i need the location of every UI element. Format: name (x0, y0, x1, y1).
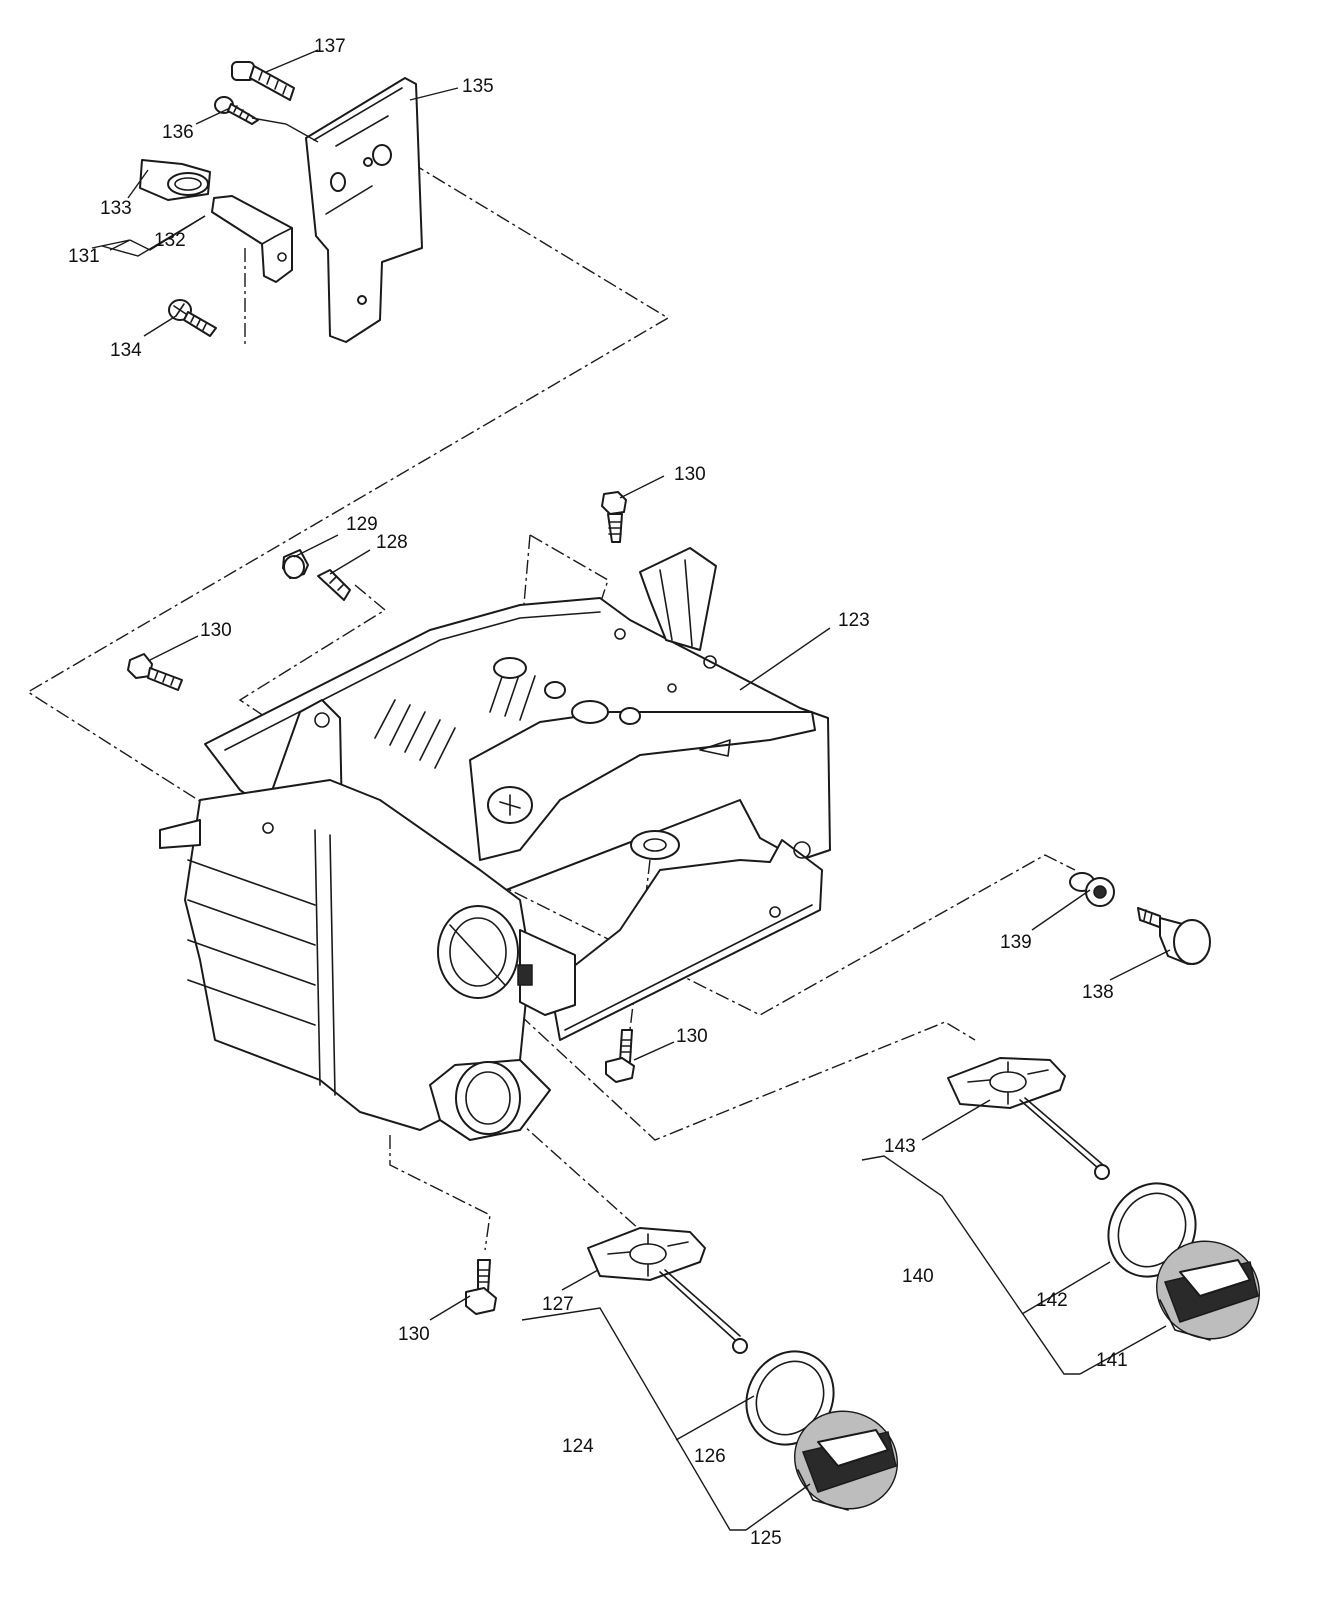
cap-125 (793, 1410, 899, 1511)
bolt-130-mid (605, 1029, 635, 1083)
cap-129 (282, 549, 309, 579)
bar-plate-135 (305, 77, 423, 343)
callout-137: 137 (314, 36, 346, 57)
crankcase-123 (159, 547, 831, 1141)
callout-141: 141 (1096, 1350, 1128, 1371)
callout-135: 135 (462, 76, 494, 97)
callout-133: 133 (100, 198, 132, 219)
cap-141 (1155, 1240, 1261, 1341)
callout-126: 126 (694, 1446, 726, 1467)
bolt-130-top (601, 491, 627, 543)
callout-143: 143 (884, 1136, 916, 1157)
sleeve-133 (139, 159, 211, 201)
grommet-139 (1069, 872, 1115, 907)
callout-132: 132 (154, 230, 186, 251)
button-138 (1137, 907, 1211, 965)
strainer-127 (587, 1227, 748, 1354)
callout-142: 142 (1036, 1290, 1068, 1311)
bolt-137 (231, 61, 295, 101)
callout-136: 136 (162, 122, 194, 143)
callout-127: 127 (542, 1294, 574, 1315)
bolt-130-left (127, 653, 183, 691)
callout-131: 131 (68, 246, 100, 267)
callout-130-left: 130 (200, 620, 232, 641)
leader-lines (91, 49, 1171, 1531)
callout-128: 128 (376, 532, 408, 553)
screw-134 (168, 299, 217, 337)
pin-128 (317, 569, 351, 601)
callout-138: 138 (1082, 982, 1114, 1003)
callout-130-mid: 130 (676, 1026, 708, 1047)
callout-134: 134 (110, 340, 142, 361)
callout-130-top: 130 (674, 464, 706, 485)
callout-124: 124 (562, 1436, 594, 1457)
bolt-130-bottom (465, 1259, 497, 1315)
clip-132 (211, 195, 293, 283)
callout-125: 125 (750, 1528, 782, 1549)
callout-140: 140 (902, 1266, 934, 1287)
callout-130-bottom: 130 (398, 1324, 430, 1345)
callout-139: 139 (1000, 932, 1032, 953)
screw-136 (214, 96, 259, 125)
callout-labels: 137 135 136 133 132 131 134 130 129 128 … (68, 36, 1128, 1549)
callout-123: 123 (838, 610, 870, 631)
callout-129: 129 (346, 514, 378, 535)
strainer-143 (947, 1057, 1110, 1180)
